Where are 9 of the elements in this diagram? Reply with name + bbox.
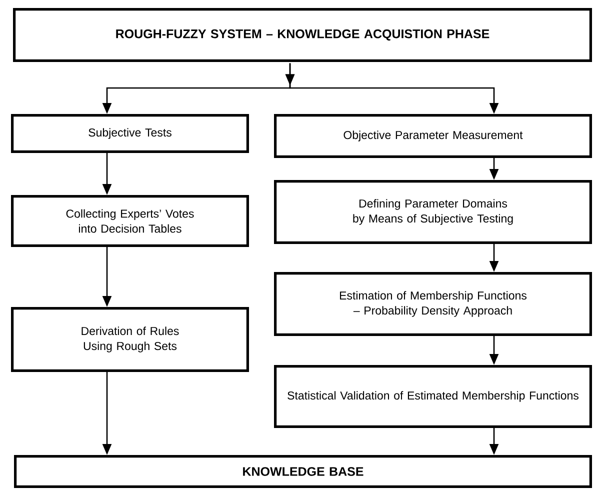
heading-box: KNOWLEDGE BASE <box>14 455 592 488</box>
process-box: Estimation of Membership Functions – Probability Density Approach <box>274 272 592 336</box>
process-box: Collecting Experts’ Votes into Decision Tables <box>11 195 249 247</box>
process-box: Subjective Tests <box>11 114 249 153</box>
process-box: Defining Parameter Domains by Means of Subjective Testing <box>274 180 592 244</box>
process-box: Derivation of Rules Using Rough Sets <box>11 307 249 372</box>
process-box: Statistical Validation of Estimated Membership Functions <box>274 365 592 428</box>
process-box: Objective Parameter Measurement <box>274 114 592 158</box>
heading-box: ROUGH-FUZZY SYSTEM – KNOWLEDGE ACQUISTION PHASE <box>13 8 592 62</box>
